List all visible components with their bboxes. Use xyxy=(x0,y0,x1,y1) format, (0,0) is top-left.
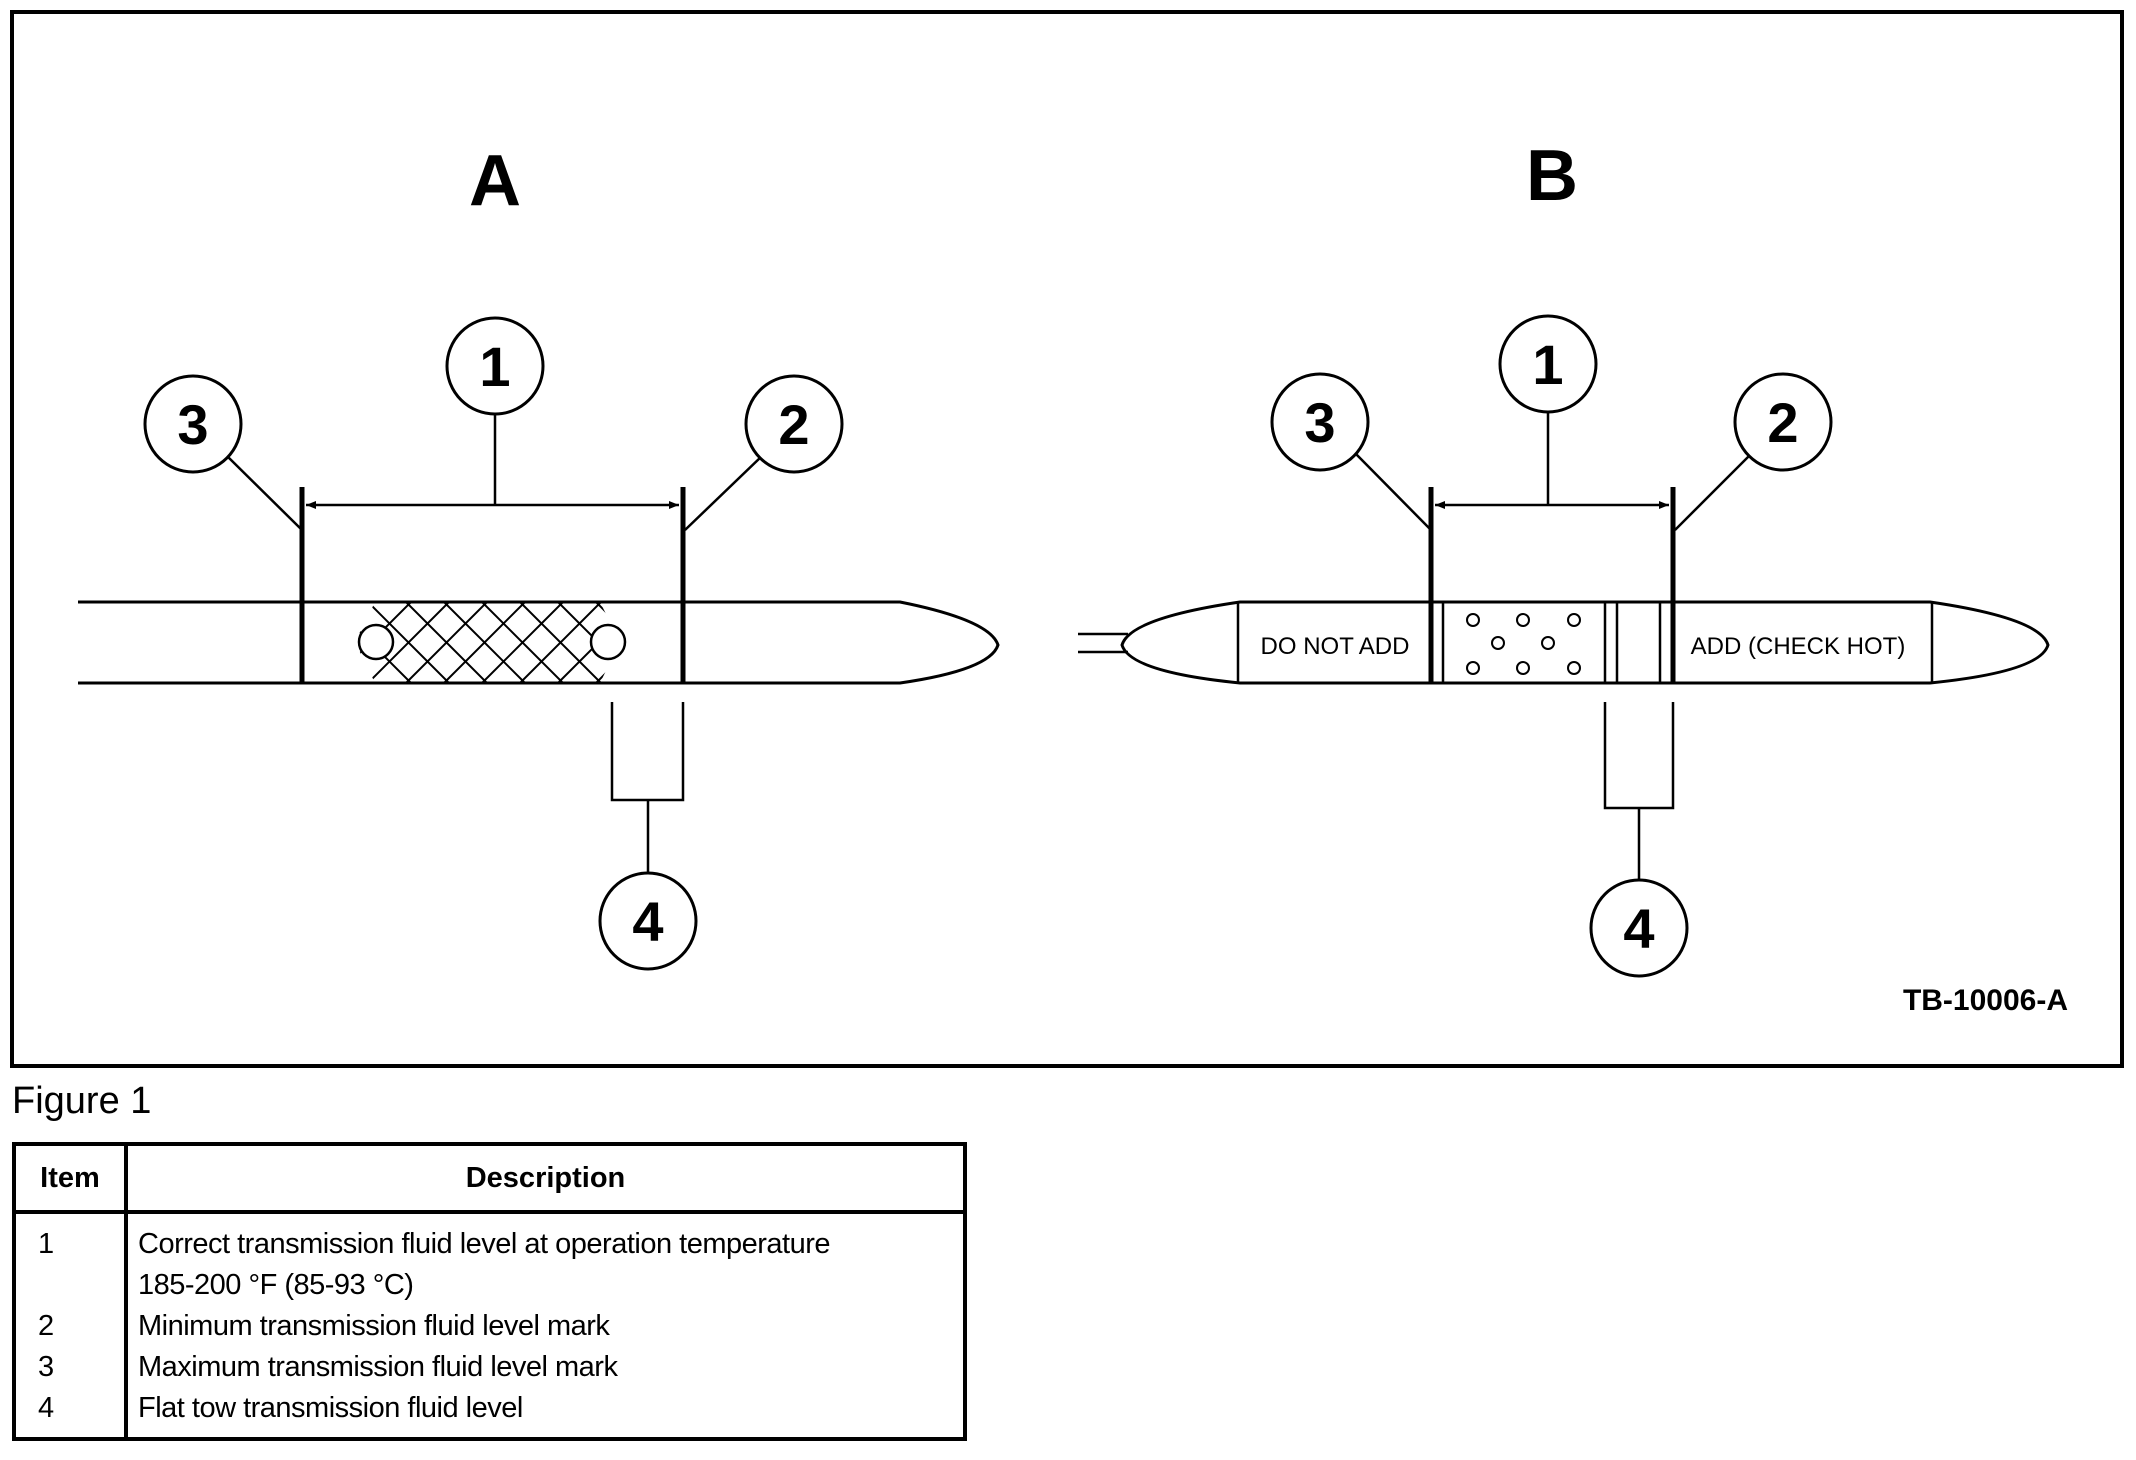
callout-b-3-circle xyxy=(1270,372,1370,472)
callout-a-2: 2 xyxy=(778,393,809,456)
leader-a-2 xyxy=(684,454,764,531)
callout-a-4: 4 xyxy=(632,890,663,953)
legend-description: Maximum transmission fluid level mark xyxy=(138,1351,618,1383)
figure-caption: Figure 1 xyxy=(12,1080,152,1122)
figure-code: TB-10006-A xyxy=(1903,984,2068,1017)
legend-item: 4 xyxy=(38,1392,54,1424)
legend-body: 1 2 3 4 Correct transmission fluid level… xyxy=(14,1212,965,1439)
legend-description: Flat tow transmission fluid level xyxy=(138,1392,523,1424)
legend-header-item: Item xyxy=(14,1144,128,1214)
legend-table: Item Description 1 2 3 4 Correct transmi… xyxy=(12,1142,967,1441)
callout-b-3: 3 xyxy=(1304,391,1335,454)
diagram-figure: A xyxy=(10,10,2124,1068)
legend-header-description: Description xyxy=(126,1144,965,1214)
leader-b-2 xyxy=(1674,452,1753,531)
callout-b-4-circle xyxy=(1589,878,1689,978)
callout-b-1: 1 xyxy=(1532,333,1563,396)
legend-description: Minimum transmission fluid level mark xyxy=(138,1310,610,1342)
callout-a-3-circle xyxy=(143,374,243,474)
callout-a-4-circle xyxy=(598,871,698,971)
panel-b-label: B xyxy=(1526,136,1578,216)
legend-description: 185-200 °F (85-93 °C) xyxy=(138,1269,414,1301)
callout-b-2: 2 xyxy=(1767,391,1798,454)
bracket-b-4 xyxy=(1603,702,1675,810)
dipstick-b-outline xyxy=(1120,600,2050,685)
callout-a-1-circle xyxy=(445,316,545,416)
bracket-a-4 xyxy=(610,702,685,802)
zone-add-check-hot: ADD (CHECK HOT) xyxy=(1691,633,1906,660)
dipstick-a-hole-left xyxy=(357,623,395,661)
legend-item: 3 xyxy=(38,1351,54,1383)
dipstick-a-hole-right xyxy=(589,623,627,661)
dipstick-a-outline xyxy=(78,600,1000,685)
callout-a-1: 1 xyxy=(479,335,510,398)
legend-item: 1 xyxy=(38,1228,54,1260)
legend-description: Correct transmission fluid level at oper… xyxy=(138,1228,831,1260)
panel-a-label: A xyxy=(469,141,521,221)
panel-b: B DO NOT ADD ADD (CHECK HOT) xyxy=(1078,136,2050,978)
legend-item-column: 1 2 3 4 xyxy=(14,1212,128,1439)
leader-a-3 xyxy=(225,454,303,531)
callout-b-1-circle xyxy=(1498,314,1598,414)
panel-a: A xyxy=(78,141,1000,971)
leader-b-3 xyxy=(1354,452,1432,531)
legend-description-column: Correct transmission fluid level at oper… xyxy=(126,1212,965,1439)
zone-do-not-add: DO NOT ADD xyxy=(1261,633,1410,660)
dipstick-b-dots xyxy=(1466,613,1581,675)
legend-item-spacer xyxy=(38,1265,123,1306)
callout-a-2-circle xyxy=(744,374,844,474)
legend-header-row: Item Description xyxy=(14,1144,965,1214)
callout-b-4: 4 xyxy=(1623,897,1654,960)
callout-a-3: 3 xyxy=(177,393,208,456)
legend-item: 2 xyxy=(38,1310,54,1342)
figure-frame xyxy=(10,10,2124,1068)
callout-b-2-circle xyxy=(1733,372,1833,472)
